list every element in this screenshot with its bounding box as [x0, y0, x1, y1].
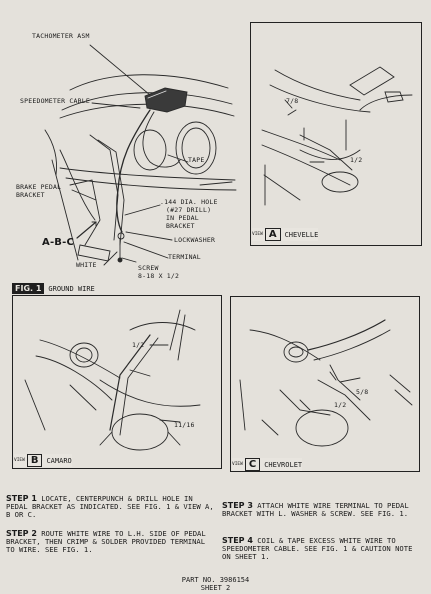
step-2: STEP 2 ROUTE WHITE WIRE TO L.H. SIDE OF … [6, 529, 216, 555]
part-number: PART NO. 3986154 [181, 576, 250, 584]
view-b-dim-2: 11/16 [174, 421, 195, 429]
view-c-dim-2: 1/2 [334, 401, 347, 409]
step-4: STEP 4 COIL & TAPE EXCESS WHITE WIRE TO … [222, 536, 422, 562]
sheet-number: SHEET 2 [200, 584, 231, 592]
brake-pedal-label: BRAKE PEDAL [16, 183, 62, 191]
brake-pedal-label-2: BRACKET [16, 191, 45, 199]
step-3-text: ATTACH WHITE WIRE TERMINAL TO PEDAL BRAC… [222, 501, 409, 519]
view-a-letter: A [264, 228, 281, 241]
view-b-small: VIEW [14, 458, 25, 463]
view-b-name: CAMARO [46, 456, 72, 465]
view-a-dim-1: 7/8 [286, 97, 299, 105]
step-4-number: STEP 4 [222, 536, 253, 545]
screw-label: SCREW [138, 264, 159, 272]
view-c-drawing [239, 319, 413, 447]
step-4-text: COIL & TAPE EXCESS WHITE WIRE TO SPEEDOM… [222, 536, 413, 562]
step-2-number: STEP 2 [6, 529, 37, 538]
view-a-dim-2: 1/2 [350, 156, 363, 164]
white-label: WHITE [76, 261, 97, 269]
view-a-small: VIEW [252, 232, 263, 237]
view-b-tag: VIEW B CAMARO [14, 454, 72, 467]
view-c-name: CHEVROLET [264, 460, 303, 469]
speedometer-cable-label: SPEEDOMETER CABLE [20, 97, 90, 105]
view-c-box [230, 296, 420, 472]
step-3: STEP 3 ATTACH WHITE WIRE TERMINAL TO PED… [222, 501, 422, 519]
view-b-drawing [24, 309, 201, 451]
abc-label: A-B-C [42, 237, 75, 248]
view-b-dim-1: 1/2 [132, 341, 145, 349]
step-1-number: STEP 1 [6, 494, 37, 503]
hole-label-2: (#27 DRILL) [166, 206, 212, 214]
terminal-label: TERMINAL [168, 253, 201, 261]
view-b-box [12, 295, 222, 469]
step-2-text: ROUTE WHITE WIRE TO L.H. SIDE OF PEDAL B… [6, 529, 206, 555]
view-a-drawing [261, 66, 413, 206]
view-b-letter: B [26, 454, 43, 467]
view-c-letter: C [244, 458, 261, 471]
hole-label: .144 DIA. HOLE [160, 198, 218, 206]
tachometer-label: TACHOMETER ASM [32, 32, 90, 40]
figure-tag: FIG. 1 GROUND WIRE [12, 283, 95, 294]
step-1: STEP 1 LOCATE, CENTERPUNCH & DRILL HOLE … [6, 494, 216, 520]
footer: PART NO. 3986154 SHEET 2 [0, 576, 431, 592]
hole-label-3: IN PEDAL [166, 214, 199, 222]
view-c-tag: VIEW C CHEVROLET [232, 458, 303, 471]
view-c-small: VIEW [232, 462, 243, 467]
figure-caption: GROUND WIRE [48, 284, 95, 293]
view-a-tag: VIEW A CHEVELLE [252, 228, 319, 241]
figure-number: FIG. 1 [12, 283, 45, 294]
step-1-text: LOCATE, CENTERPUNCH & DRILL HOLE IN PEDA… [6, 494, 214, 520]
tape-label: TAPE [188, 156, 205, 164]
view-a-box [250, 22, 422, 246]
view-a-name: CHEVELLE [284, 230, 319, 239]
hole-label-4: BRACKET [166, 222, 195, 230]
screw-size-label: 8-18 X 1/2 [138, 272, 180, 280]
view-c-dim-1: 5/8 [356, 388, 369, 396]
step-3-number: STEP 3 [222, 501, 253, 510]
lockwasher-label: LOCKWASHER [174, 236, 216, 244]
